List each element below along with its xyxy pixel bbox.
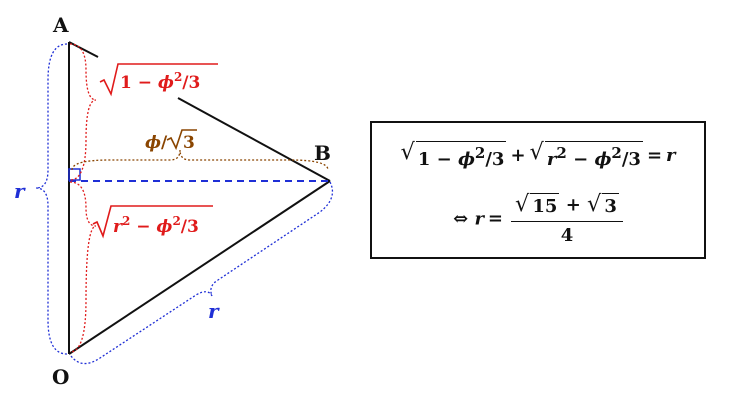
point-B-label: B	[314, 141, 331, 165]
brace-lower-segment	[69, 181, 97, 353]
brace-r-bottom	[70, 181, 334, 365]
brace-half-base	[71, 149, 329, 171]
upper-segment-label: 1 − ϕ2/3	[99, 63, 218, 97]
point-O-label: O	[52, 365, 69, 389]
svg-text:1 − ϕ2/3: 1 − ϕ2/3	[120, 70, 200, 93]
point-A-label: A	[52, 13, 69, 37]
segment-A-toward-B	[68, 41, 99, 58]
lower-segment-label: r2 − ϕ2/3	[92, 205, 213, 239]
half-base-label: ϕ/ 3	[145, 129, 197, 153]
segment-B-toward-A	[177, 97, 331, 182]
svg-text:r2 − ϕ2/3: r2 − ϕ2/3	[113, 214, 199, 237]
segment-OB	[68, 180, 331, 355]
brace-r-left	[35, 43, 68, 355]
svg-text:ϕ/: ϕ/	[145, 133, 168, 153]
r-label-left: r	[14, 179, 26, 203]
svg-text:3: 3	[183, 133, 195, 153]
right-angle-marker	[68, 168, 81, 181]
equation-line-1: √1 − ϕ2/3+√r2 − ϕ2/3=r	[400, 139, 676, 170]
r-label-bottom: r	[208, 299, 220, 323]
brace-upper-segment	[69, 43, 97, 181]
